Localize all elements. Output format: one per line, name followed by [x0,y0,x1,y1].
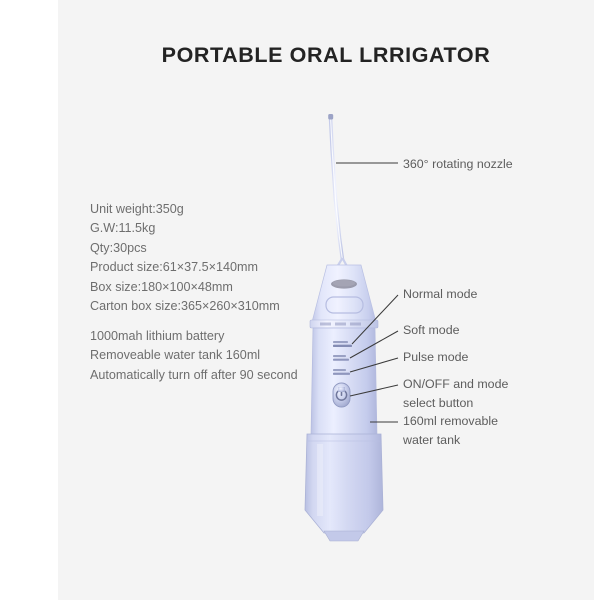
callout-label-power-button: ON/OFF and mode select button [403,377,509,411]
spec-line: Box size:180×100×48mm [90,279,233,294]
mode-indicator-soft-bar [333,358,349,361]
water-tank [304,433,384,542]
mode-indicator-pulse-bar [333,372,350,375]
power-symbol-gap [338,387,345,392]
callout-label-soft-mode: Soft mode [403,323,460,337]
mode-indicator-soft-icon [333,355,346,358]
spec-line: G.W:11.5kg [90,221,156,236]
device-head [311,264,377,323]
spec-line: Product size:61×37.5×140mm [90,260,259,275]
spec-line: Unit weight:350g [90,202,184,216]
spec-line: Removeable water tank 160ml [90,348,261,363]
spec-line: Qty:30pcs [90,240,147,255]
spec-line: Automatically turn off after 90 second [90,367,298,382]
callout-label-nozzle: 360° rotating nozzle [403,157,513,171]
spec-block-packaging: Unit weight:350g G.W:11.5kg Qty:30pcs Pr… [90,200,280,316]
page-title: PORTABLE ORAL LRRIGATOR [161,43,491,67]
handle-shell [310,327,378,437]
power-button[interactable] [332,382,351,408]
product-illustration [304,114,384,542]
nozzle-tube [328,116,345,261]
callout-label-normal-mode: Normal mode [403,287,478,301]
collar-notch [320,322,331,326]
tank-base [323,530,365,542]
mode-indicator-group [333,341,352,375]
nozzle-assembly [328,114,351,273]
callout-label-water-tank: 160ml removable water tank [403,414,499,448]
mode-indicator-pulse-icon [333,369,346,372]
tank-shell [304,433,384,534]
slot-inner-highlight [333,280,355,287]
spec-line: Carton box size:365×260×310mm [90,299,280,314]
head-collar [309,319,379,329]
mode-indicator-normal-icon [333,341,348,344]
mode-indicator-normal-bar [333,344,352,347]
spec-block-features: 1000mah lithium battery Removeable water… [90,327,298,385]
content-plate: PORTABLE ORAL LRRIGATOR Unit weight:350g… [58,0,594,600]
spec-line: 1000mah lithium battery [90,329,225,343]
device-handle [310,327,378,437]
nozzle-tip-icon [328,114,334,120]
callout-label-pulse-mode: Pulse mode [403,350,469,364]
tank-highlight [317,444,323,516]
nozzle-highlight [329,116,344,261]
collar-notch [335,322,346,326]
collar-notch [350,322,361,326]
